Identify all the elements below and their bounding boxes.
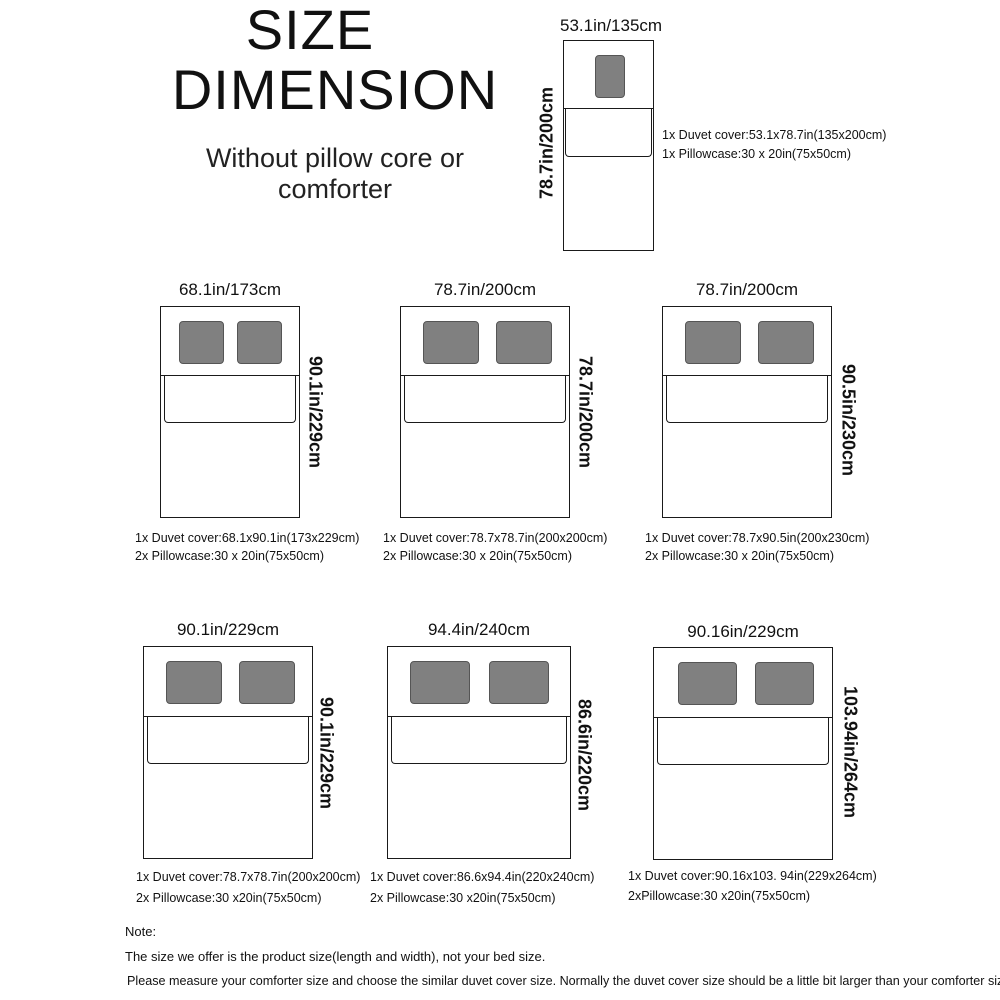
duvet-top-edge: [663, 375, 831, 376]
pillow: [685, 321, 741, 364]
width-label: 78.7in/200cm: [695, 280, 799, 299]
length-label: 103.94in/264cm: [840, 685, 861, 819]
spec-line-2: 2x Pillowcase:30 x 20in(75x50cm): [645, 549, 834, 563]
length-label: 90.5in/230cm: [838, 363, 859, 477]
spec-line-1: 1x Duvet cover:53.1x78.7in(135x200cm): [662, 128, 887, 142]
pillow: [758, 321, 814, 364]
length-label: 78.7in/200cm: [575, 355, 596, 469]
width-label: 68.1in/173cm: [178, 280, 282, 299]
spec-line-2: 2xPillowcase:30 x20in(75x50cm): [628, 889, 811, 903]
length-label: 86.6in/220cm: [574, 698, 595, 812]
pillow: [239, 661, 295, 704]
spec-line-1: 1x Duvet cover:86.6x94.4in(220x240cm): [370, 870, 595, 884]
bed-outline: [400, 306, 570, 518]
width-label: 78.7in/200cm: [433, 280, 537, 299]
duvet-fold-flap: [391, 717, 567, 764]
pillow: [166, 661, 222, 704]
spec-line-2: 1x Pillowcase:30 x 20in(75x50cm): [662, 147, 851, 161]
bed-outline: [563, 40, 654, 251]
pillow: [179, 321, 224, 364]
width-label: 90.16in/229cm: [687, 622, 799, 641]
duvet-fold-flap: [404, 376, 566, 423]
title-line-1: SIZE: [245, 0, 375, 61]
spec-line-2: 2x Pillowcase:30 x 20in(75x50cm): [135, 549, 324, 563]
duvet-fold-flap: [147, 717, 309, 764]
width-label: 90.1in/229cm: [176, 620, 280, 639]
duvet-fold-flap: [666, 376, 828, 423]
bed-outline: [662, 306, 832, 518]
length-label: 78.7in/200cm: [536, 86, 557, 200]
bed-outline: [653, 647, 833, 860]
subtitle: Without pillow core or comforter: [205, 143, 465, 204]
pillow: [423, 321, 479, 364]
length-label: 90.1in/229cm: [305, 355, 326, 469]
duvet-fold-flap: [164, 376, 296, 423]
duvet-fold-flap: [565, 109, 652, 157]
bed-outline: [160, 306, 300, 518]
pillow: [755, 662, 814, 705]
pillow: [595, 55, 625, 98]
duvet-fold-flap: [657, 718, 829, 765]
spec-line-1: 1x Duvet cover:78.7x78.7in(200x200cm): [383, 531, 608, 545]
note-line-1: The size we offer is the product size(le…: [125, 949, 546, 964]
note-heading: Note:: [125, 924, 157, 939]
duvet-top-edge: [144, 716, 312, 717]
spec-line-1: 1x Duvet cover:68.1x90.1in(173x229cm): [135, 531, 360, 545]
pillow: [489, 661, 549, 704]
pillow: [496, 321, 552, 364]
spec-line-1: 1x Duvet cover:78.7x78.7in(200x200cm): [136, 870, 361, 884]
width-label: 94.4in/240cm: [427, 620, 531, 639]
spec-line-2: 2x Pillowcase:30 x20in(75x50cm): [136, 891, 322, 905]
bed-outline: [387, 646, 571, 859]
spec-line-2: 2x Pillowcase:30 x20in(75x50cm): [370, 891, 556, 905]
pillow: [237, 321, 282, 364]
spec-line-1: 1x Duvet cover:90.16x103. 94in(229x264cm…: [628, 869, 877, 883]
note-line-2: Please measure your comforter size and c…: [127, 974, 1000, 988]
width-label: 53.1in/135cm: [560, 16, 663, 35]
pillow: [678, 662, 737, 705]
duvet-top-edge: [161, 375, 299, 376]
spec-line-1: 1x Duvet cover:78.7x90.5in(200x230cm): [645, 531, 870, 545]
duvet-top-edge: [654, 717, 832, 718]
pillow: [410, 661, 470, 704]
length-label: 90.1in/229cm: [316, 696, 337, 810]
spec-line-2: 2x Pillowcase:30 x 20in(75x50cm): [383, 549, 572, 563]
bed-outline: [143, 646, 313, 859]
duvet-top-edge: [388, 716, 570, 717]
duvet-top-edge: [564, 108, 653, 109]
title-line-2: DIMENSION: [171, 58, 499, 121]
duvet-top-edge: [401, 375, 569, 376]
